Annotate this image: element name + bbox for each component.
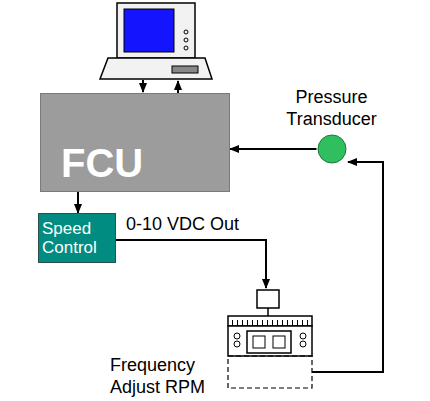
pressure-transducer: Pressure Transducer xyxy=(274,86,389,178)
node-text: FCU xyxy=(61,141,143,185)
computer-icon xyxy=(100,3,212,79)
pressure-feed-line xyxy=(312,162,383,372)
fcu-box: FCU xyxy=(40,93,230,192)
control-signal-wire xyxy=(116,240,266,288)
data-arrow-down xyxy=(142,80,144,92)
connector-arrow xyxy=(77,192,79,213)
node-text: Speed Control xyxy=(42,219,112,257)
connector-arrow xyxy=(230,148,317,150)
transducer-circle xyxy=(317,134,347,164)
node-text: Pressure Transducer xyxy=(274,86,389,130)
drive-label: Frequency Adjust RPM xyxy=(110,354,222,398)
signal-label: 0-10 VDC Out xyxy=(126,213,256,235)
frequency-drive xyxy=(228,290,312,388)
speed-control-box: Speed Control xyxy=(38,213,116,263)
